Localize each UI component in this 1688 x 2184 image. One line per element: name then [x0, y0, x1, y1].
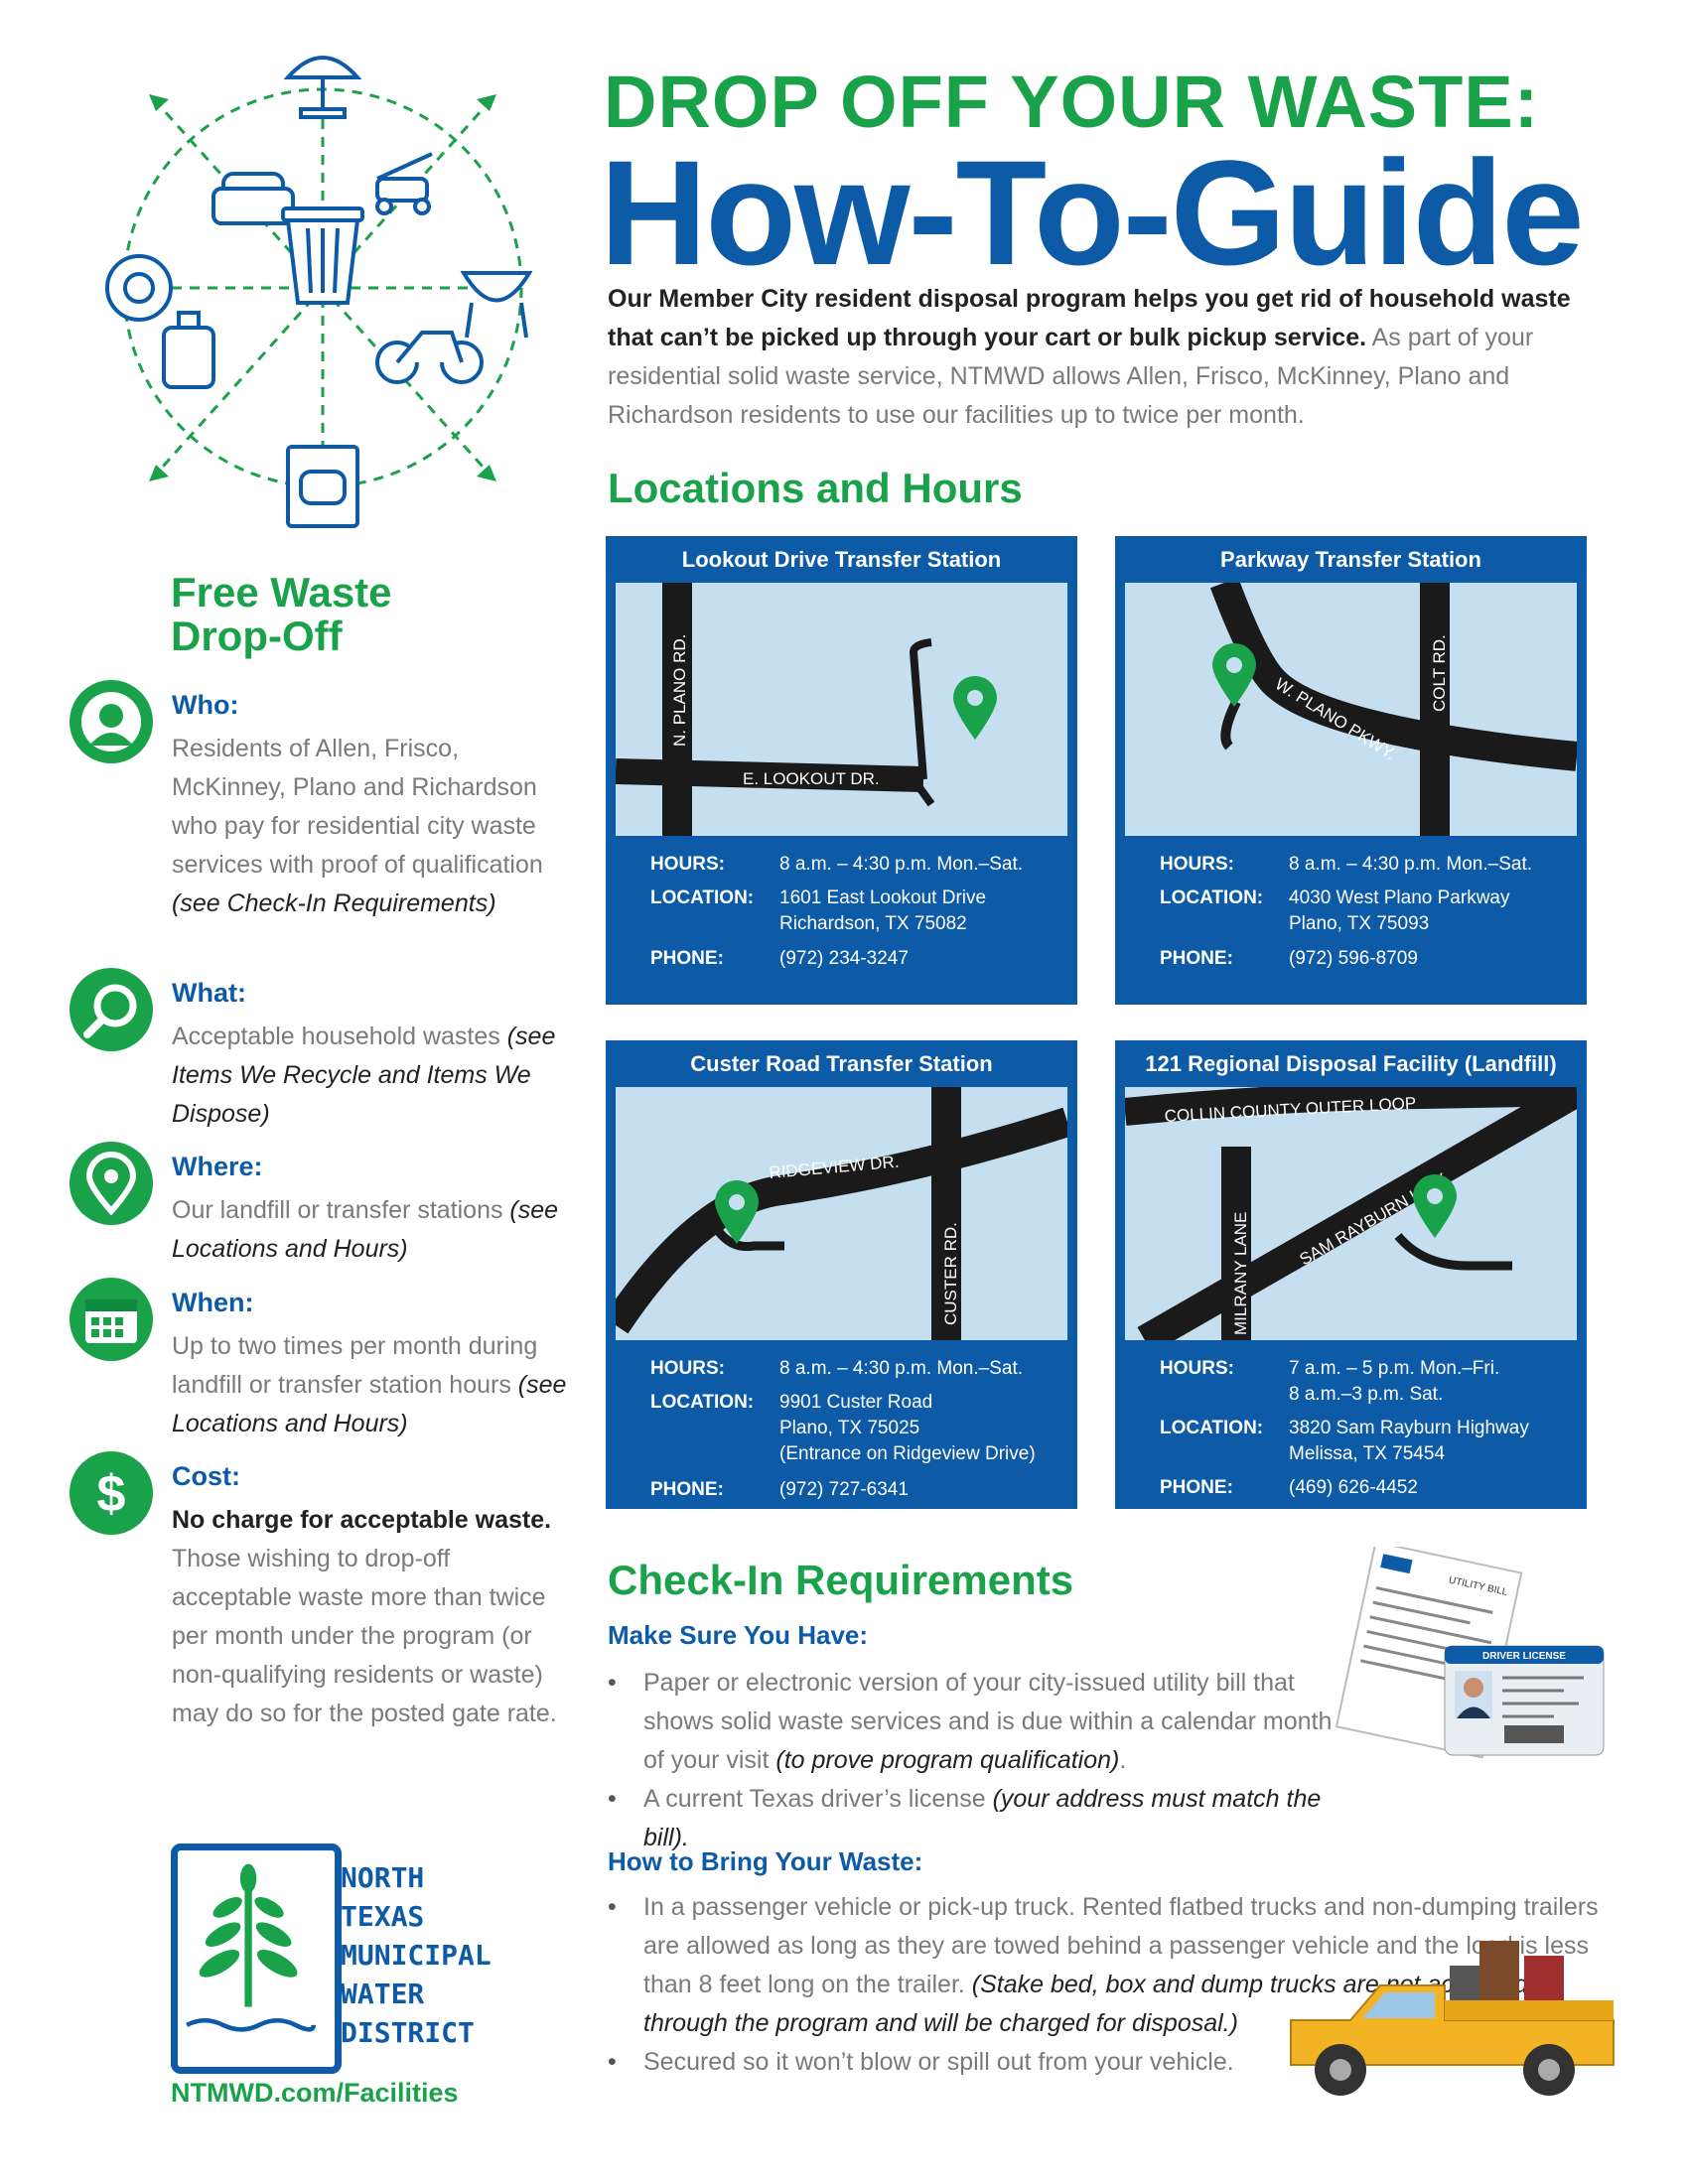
location-card-custer: Custer Road Transfer Station RIDGEVIEW D… — [606, 1040, 1077, 1509]
card-title: 121 Regional Disposal Facility (Landfill… — [1145, 1051, 1557, 1076]
who-label: Who: — [172, 690, 239, 720]
dollar-icon: $ — [70, 1451, 153, 1535]
tire-icon — [105, 254, 173, 322]
cost-text: No charge for acceptable waste. Those wi… — [172, 1506, 557, 1727]
svg-text:DRIVER LICENSE: DRIVER LICENSE — [1482, 1651, 1566, 1662]
grill-icon — [460, 271, 533, 339]
list-item: Secured so it won’t blow or spill out fr… — [608, 2043, 1601, 2082]
card-title: Lookout Drive Transfer Station — [681, 547, 1002, 572]
locations-heading: Locations and Hours — [608, 465, 1023, 511]
list-item: A current Texas driver’s license (your a… — [608, 1780, 1342, 1857]
svg-text:CUSTER RD.: CUSTER RD. — [941, 1222, 960, 1325]
how-to-subheading: How to Bring Your Waste: — [608, 1846, 923, 1876]
map-pin-icon — [1413, 1174, 1457, 1238]
list-item: Paper or electronic version of your city… — [608, 1664, 1342, 1780]
list-item: In a passenger vehicle or pick-up truck.… — [608, 1888, 1601, 2043]
intro-rest: As part of your residential solid waste … — [608, 324, 1534, 429]
location-map: COLT RD. W. PLANO PKWY. — [1125, 583, 1577, 836]
map-pin-icon — [70, 1142, 153, 1225]
intro-paragraph: Our Member City resident disposal progra… — [608, 280, 1601, 435]
armchair-icon — [211, 172, 295, 225]
make-sure-subheading: Make Sure You Have: — [608, 1620, 869, 1650]
avatar — [1455, 1671, 1492, 1718]
intro-bold: Our Member City resident disposal progra… — [608, 285, 1571, 351]
what-label: What: — [172, 978, 246, 1008]
card-title: Custer Road Transfer Station — [690, 1051, 993, 1076]
card-title: Parkway Transfer Station — [1220, 547, 1481, 572]
map-pin-icon — [715, 1180, 759, 1244]
where-label: Where: — [172, 1152, 263, 1181]
cost-label: Cost: — [172, 1461, 240, 1491]
map-pin-icon — [953, 676, 997, 740]
location-card-lookout: Lookout Drive Transfer Station N. PLANO … — [606, 536, 1077, 1005]
who-text: Residents of Allen, Frisco, McKinney, Pl… — [172, 735, 543, 917]
lawnmower-icon — [375, 152, 433, 215]
how-to-bullets: In a passenger vehicle or pick-up truck.… — [608, 1888, 1601, 2082]
person-icon — [70, 680, 153, 763]
pickup-truck-illustration — [1290, 1941, 1615, 2096]
where-text: Our landfill or transfer stations (see L… — [172, 1196, 559, 1263]
picnic-table-icon — [283, 56, 362, 119]
when-label: When: — [172, 1288, 254, 1317]
location-map: N. PLANO RD. E. LOOKOUT DR. — [616, 583, 1067, 836]
sidebar-title-line-1: Free Waste — [171, 569, 392, 615]
utility-bill-and-license-illustration: UTILITY BILL DRIVER LICENSE — [1335, 1547, 1605, 1759]
waste-items-illustration — [105, 56, 533, 528]
when-text: Up to two times per month during landfil… — [172, 1332, 567, 1437]
what-text: Acceptable household wastes (see Items W… — [172, 1023, 556, 1128]
stove-icon — [286, 445, 359, 528]
title-line-2: How-To-Guide — [600, 129, 1585, 296]
sidebar-title: Free Waste Drop-Off — [171, 571, 392, 658]
location-card-landfill: 121 Regional Disposal Facility (Landfill… — [1115, 1040, 1587, 1509]
svg-text:E. LOOKOUT DR.: E. LOOKOUT DR. — [743, 769, 880, 788]
svg-text:N. PLANO RD.: N. PLANO RD. — [670, 634, 689, 747]
location-map: COLLIN COUNTY OUTER LOOP SAM RAYBURN HWY… — [1125, 1087, 1577, 1340]
checkin-heading: Check-In Requirements — [608, 1557, 1074, 1603]
svg-text:MILRANY LANE: MILRANY LANE — [1231, 1212, 1250, 1335]
svg-text:COLT RD.: COLT RD. — [1430, 634, 1449, 712]
logo-wordmark: NORTH TEXAS MUNICIPAL WATER DISTRICT — [341, 1861, 492, 2049]
trash-can-icon — [281, 206, 364, 305]
location-card-parkway: Parkway Transfer Station COLT RD. W. PLA… — [1115, 536, 1587, 1005]
map-pin-icon — [1212, 643, 1256, 707]
ntmwd-logo — [171, 1843, 342, 2074]
facilities-link[interactable]: NTMWD.com/Facilities — [171, 2078, 459, 2108]
bicycle-icon — [375, 331, 484, 384]
location-map: RIDGEVIEW DR. CUSTER RD. — [616, 1087, 1067, 1340]
calendar-icon — [70, 1278, 153, 1361]
sidebar-title-line-2: Drop-Off — [171, 613, 343, 659]
leaf-logo-icon — [186, 1863, 316, 2032]
svg-text:$: $ — [97, 1465, 126, 1523]
chemical-jug-icon — [162, 311, 215, 389]
magnifier-icon — [70, 968, 153, 1051]
title-line-1: DROP OFF YOUR WASTE: — [604, 61, 1540, 143]
checkin-bullets: Paper or electronic version of your city… — [608, 1664, 1342, 1857]
